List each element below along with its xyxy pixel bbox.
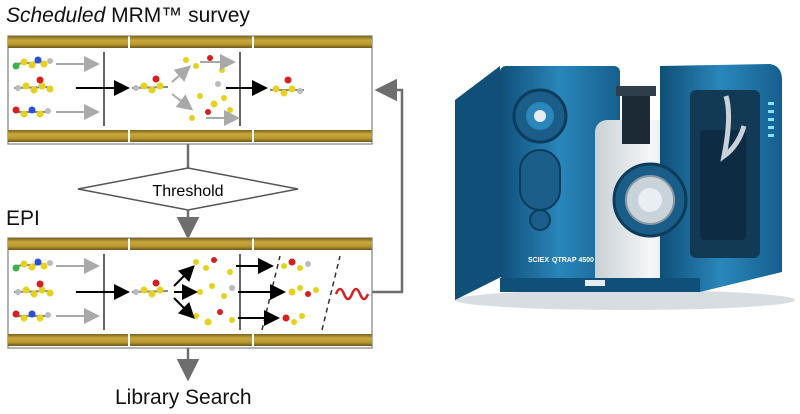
q1-rod-top [8,36,128,48]
model-text: QTRAP 4500 [552,257,594,264]
library-search-label: Library Search [115,386,252,409]
q1-rod-top [8,238,128,250]
product-ion [270,76,304,97]
q3-rod-bottom [254,130,372,142]
precursor-molecules [12,258,54,322]
qtrap-instrument-illustration: SCIEX QTRAP 4500 [455,64,795,310]
signal-wave-icon [334,287,370,301]
trap-boundary [321,255,341,331]
mrm-panel-frame [7,35,373,145]
fragment-ions [193,257,235,326]
selected-precursor [131,279,169,298]
mrm-survey-title: Scheduled MRM™ survey [6,4,250,28]
q2-rod-top [130,238,252,250]
epi-title: EPI [6,207,40,230]
door-handle [720,95,747,162]
mrm-panel [7,35,373,145]
precursor-molecules [12,56,54,118]
status-leds [768,102,774,137]
ion-source-probe [622,90,650,144]
q3-rod-top [254,238,372,250]
mrm-title-italic: Scheduled [6,4,106,27]
instrument-left-side [455,66,505,300]
trapped-fragments [281,258,319,325]
q1-rod-bottom [8,130,128,142]
q2-rod-bottom [130,334,252,346]
q3-rod-top [254,36,372,48]
fragment-ions [183,55,233,121]
epi-panel [7,237,373,349]
q2-rod-top [130,36,252,48]
q3-rod-bottom [254,334,372,346]
selected-precursor [131,75,169,94]
q1-rod-bottom [8,334,128,346]
loop-back-arrow [372,78,404,294]
threshold-diamond [77,167,299,211]
threshold-label: Threshold [152,183,223,200]
q2-rod-bottom [130,130,252,142]
mrm-title-rest: MRM™ survey [105,4,250,27]
brand-logo-text: SCIEX [528,257,549,264]
